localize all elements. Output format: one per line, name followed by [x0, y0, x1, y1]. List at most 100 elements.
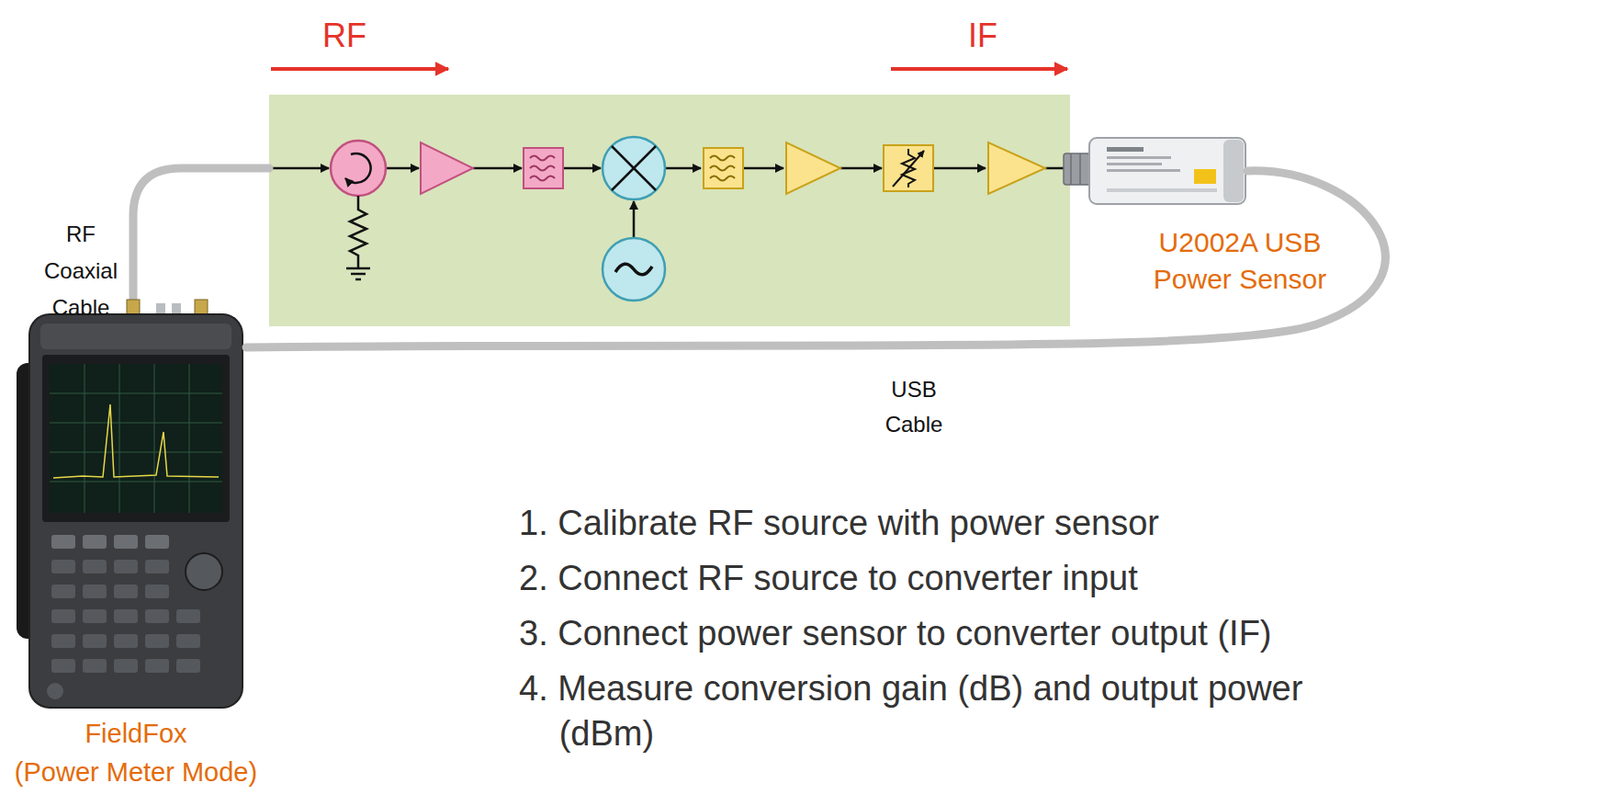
power-sensor-drawing — [1106, 162, 1162, 166]
keypad-button — [145, 633, 170, 648]
filter-symbol — [529, 176, 555, 181]
direction-arrow — [270, 68, 1068, 70]
signal-line — [664, 167, 701, 170]
keypad-button — [82, 608, 107, 623]
fieldfox-drawing — [84, 363, 86, 513]
step-item: 2. Connect RF source to converter input — [518, 555, 1364, 601]
signal-label: IF — [968, 16, 998, 56]
step-item: 4. Measure conversion gain (dB) and outp… — [518, 665, 1364, 756]
mixer-symbol — [602, 136, 665, 200]
amplifier-symbol — [786, 142, 841, 194]
power-sensor-drawing — [1079, 153, 1082, 185]
cable-label: USB Cable — [885, 371, 944, 442]
keypad-button — [82, 658, 107, 673]
filter-symbol — [709, 176, 735, 181]
power-sensor-drawing — [1223, 139, 1244, 203]
power-sensor: U2002A USB Power Sensor — [1063, 135, 1248, 206]
fieldfox-drawing — [49, 451, 223, 453]
keypad-button — [113, 633, 138, 648]
filter-symbol — [529, 156, 555, 161]
direction-arrow — [890, 67, 1068, 71]
amplifier-symbol — [988, 142, 1046, 194]
attenuator-symbol — [883, 145, 934, 192]
signal-line — [743, 167, 784, 170]
power-sensor-drawing — [1106, 156, 1172, 159]
signal-line — [385, 167, 419, 170]
keypad-button — [113, 584, 138, 598]
resistor-symbol — [349, 195, 367, 269]
keypad-button — [145, 534, 170, 549]
coaxial-cable — [133, 168, 270, 305]
fieldfox-drawing — [49, 363, 223, 513]
keypad-button — [176, 658, 201, 673]
power-sensor-drawing — [1089, 137, 1246, 204]
resistor-symbol — [355, 278, 361, 282]
signal-line — [563, 167, 601, 170]
fieldfox-drawing — [42, 354, 230, 522]
device-label: FieldFox — [7, 713, 265, 753]
fieldfox-drawing — [119, 363, 121, 513]
power-sensor-drawing — [1106, 188, 1217, 192]
device-label: U2002A USB Power Sensor — [1148, 224, 1332, 298]
fieldfox-drawing — [49, 363, 223, 513]
keypad-button — [145, 608, 170, 623]
keypad-button — [145, 559, 170, 574]
fieldfox-drawing — [49, 422, 223, 424]
resistor-symbol — [346, 195, 371, 280]
keypad-button — [113, 608, 138, 623]
fieldfox-drawing — [189, 363, 191, 513]
keypad-button — [176, 633, 201, 648]
filter-symbol — [709, 156, 735, 181]
keypad-button — [51, 534, 76, 549]
oscillator-symbol — [615, 263, 653, 275]
filter-symbol — [529, 156, 555, 181]
keypad-button — [82, 584, 107, 598]
fieldfox-drawing — [46, 682, 64, 699]
signal-line — [933, 167, 986, 170]
circulator-symbol — [330, 140, 386, 196]
keypad-button — [145, 584, 170, 598]
attenuator-symbol — [883, 145, 934, 192]
power-sensor-drawing — [1070, 153, 1072, 185]
mixer-symbol — [602, 136, 665, 200]
fieldfox-drawing — [49, 481, 223, 483]
keypad-button — [113, 559, 138, 574]
filter-symbol — [709, 156, 735, 161]
step-item: 3. Connect power sensor to converter out… — [518, 610, 1364, 656]
keypad-button — [82, 633, 107, 648]
fieldfox-drawing — [185, 552, 223, 590]
circulator-symbol — [345, 153, 372, 183]
device-label: (Power Meter Mode) — [7, 752, 265, 791]
keypad-button — [82, 534, 107, 549]
usb-cable — [246, 170, 1386, 348]
circulator-symbol — [330, 140, 386, 196]
fieldfox-drawing — [154, 363, 156, 513]
filter-symbol — [523, 147, 564, 189]
step-item: 1. Calibrate RF source with power sensor — [518, 500, 1364, 546]
keypad-button — [51, 608, 76, 623]
power-sensor-drawing — [1106, 146, 1144, 152]
keypad-button — [51, 584, 76, 598]
keypad-button — [113, 534, 138, 549]
power-sensor-drawing — [1106, 169, 1181, 172]
keypad-button — [51, 658, 76, 673]
keypad-button — [176, 608, 201, 623]
attenuator-symbol — [892, 150, 924, 187]
oscillator-symbol — [602, 237, 665, 301]
filter-symbol — [709, 166, 735, 171]
amplifier-symbol — [420, 142, 474, 194]
fieldfox-drawing — [29, 314, 243, 708]
keypad-button — [82, 559, 107, 574]
signal-line — [269, 168, 1066, 238]
signal-line — [632, 201, 636, 238]
resistor-symbol — [350, 272, 366, 276]
filter-symbol — [523, 147, 564, 189]
fieldfox-analyzer: FieldFox(Power Meter Mode) — [25, 301, 247, 710]
power-sensor-drawing — [1063, 153, 1092, 185]
signal-line — [840, 167, 882, 170]
fieldfox-drawing — [53, 404, 219, 478]
power-sensor-drawing — [1063, 137, 1246, 204]
oscillator-symbol — [602, 237, 665, 301]
converter-panel — [269, 94, 1071, 327]
